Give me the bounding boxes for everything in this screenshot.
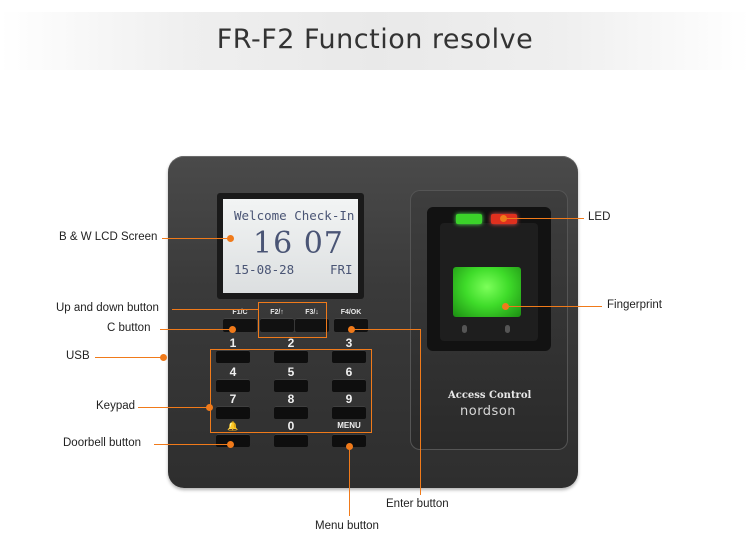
lcd-day: FRI (330, 262, 353, 277)
f4-key-label: F4/OK (340, 309, 362, 316)
c-button-leader (160, 329, 232, 330)
key-3-label: 3 (345, 336, 353, 350)
title-band (0, 12, 750, 70)
fingerprint-sensor[interactable] (453, 267, 521, 317)
enter-callout: Enter button (386, 498, 449, 510)
key-4[interactable] (216, 379, 250, 392)
fingerprint-dot (502, 303, 509, 310)
usb-leader (95, 357, 163, 358)
key-7[interactable] (216, 406, 250, 419)
menu-leader (349, 446, 350, 516)
key-6-label: 6 (345, 365, 353, 379)
menu-key[interactable] (332, 434, 366, 447)
screw-right (505, 325, 510, 333)
usb-callout: USB (66, 350, 90, 362)
enter-leader-h (354, 329, 421, 330)
enter-leader-v (420, 329, 421, 495)
keypad-dot (206, 404, 213, 411)
f1-key-label: F1/C (232, 309, 248, 316)
f2-up-key[interactable] (260, 318, 294, 332)
led-green (456, 214, 482, 224)
key-5-label: 5 (287, 365, 295, 379)
up-down-bracket (258, 302, 327, 338)
fingerprint-callout: Fingerprint (607, 299, 662, 311)
f3-key-label: F3/↓ (305, 309, 319, 316)
keypad-callout: Keypad (96, 400, 136, 412)
page-title: FR-F2 Function resolve (216, 24, 534, 55)
menu-callout: Menu button (315, 520, 379, 532)
up-down-callout: Up and down button (56, 302, 159, 314)
lcd-time: 16 07 (253, 226, 344, 261)
lcd-welcome-text: Welcome Check-In (234, 208, 355, 223)
doorbell-leader (154, 444, 230, 445)
lcd-date: 15-08-28 (234, 262, 295, 277)
lcd-dot (227, 235, 234, 242)
c-button-dot (229, 326, 236, 333)
up-down-leader (172, 309, 258, 310)
led-callout: LED (588, 211, 611, 223)
f3-down-key[interactable] (295, 318, 329, 332)
key-1-label: 1 (229, 336, 237, 350)
key-3[interactable] (332, 350, 366, 363)
menu-key-label: MENU (337, 421, 361, 430)
key-4-label: 4 (229, 365, 237, 379)
doorbell-key[interactable] (216, 434, 250, 447)
lcd-leader (162, 238, 230, 239)
usb-dot (160, 354, 167, 361)
key-7-label: 7 (229, 392, 237, 406)
fingerprint-leader (506, 306, 602, 307)
key-5[interactable] (274, 379, 308, 392)
key-1[interactable] (216, 350, 250, 363)
led-leader (504, 218, 584, 219)
led-dot (500, 215, 507, 222)
keypad-leader (138, 407, 210, 408)
f2-key-label: F2/↑ (270, 309, 284, 316)
bell-icon: 🔔 (227, 421, 239, 431)
key-8-label: 8 (287, 392, 295, 406)
key-2-label: 2 (287, 336, 295, 350)
key-9[interactable] (332, 406, 366, 419)
c-button-callout: C button (107, 322, 151, 334)
doorbell-callout: Doorbell button (63, 437, 141, 449)
f4-ok-key[interactable] (334, 318, 368, 332)
lcd-screen (223, 199, 358, 293)
menu-dot (346, 443, 353, 450)
screw-left (462, 325, 467, 333)
key-9-label: 9 (345, 392, 353, 406)
brand-access-control: Access Control (448, 390, 532, 401)
keypad-bracket (210, 349, 372, 433)
key-8[interactable] (274, 406, 308, 419)
doorbell-dot (227, 441, 234, 448)
key-6[interactable] (332, 379, 366, 392)
enter-dot (348, 326, 355, 333)
key-2[interactable] (274, 350, 308, 363)
key-0[interactable] (274, 434, 308, 447)
key-0-label: 0 (287, 419, 295, 433)
brand-logo: nordson (460, 404, 517, 419)
lcd-callout: B & W LCD Screen (59, 231, 158, 243)
